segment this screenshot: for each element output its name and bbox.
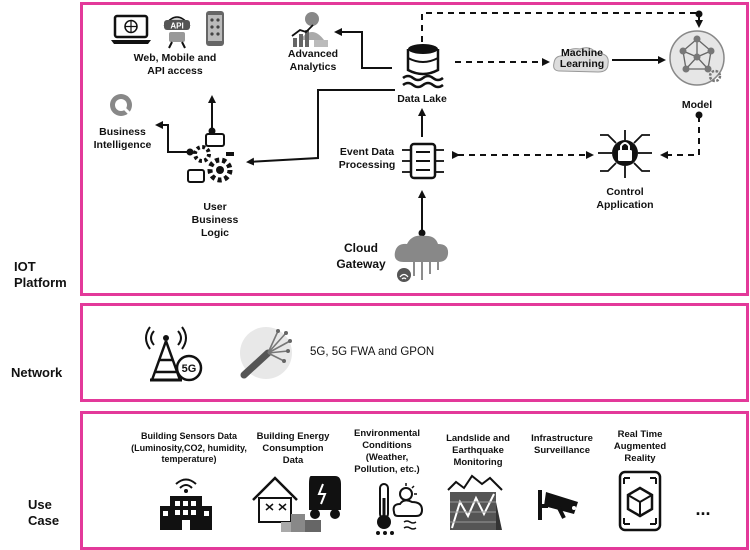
cloud-gateway-icon [394, 235, 449, 282]
use-case-environmental-label: Environmental Conditions (Weather, Pollu… [354, 428, 420, 475]
data-lake-label: Data Lake [397, 93, 447, 105]
augmented-reality-phone-icon [618, 470, 662, 532]
event-data-processing-label: Event Data Processing [338, 146, 396, 171]
web-mobile-api-label: Web, Mobile and API access [133, 52, 217, 77]
business-intelligence-magnifier-icon [110, 94, 134, 118]
use-case-augmented-reality-label: Real Time Augmented Reality [613, 429, 667, 464]
cloud-gateway-label: Cloud Gateway [336, 241, 386, 271]
use-case-energy-consumption-label: Building Energy Consumption Data [256, 431, 330, 466]
use-case-label: Use Case [28, 497, 60, 528]
advanced-analytics-label: Advanced Analytics [287, 48, 339, 73]
smart-building-icon [160, 478, 212, 530]
analytics-person-icon [291, 12, 328, 47]
landslide-crack-icon [447, 474, 503, 530]
more-use-cases-ellipsis: ... [695, 499, 711, 519]
iot-platform-label: IOT Platform [14, 259, 67, 290]
use-case-surveillance-label: Infrastructure Surveillance [531, 433, 593, 456]
5g-badge-text: 5G [182, 363, 197, 375]
model-neural-network-icon [669, 30, 725, 86]
business-intelligence-label: Business Intelligence [93, 126, 152, 151]
model-label: Model [681, 99, 713, 111]
machine-learning-label: Machine Learning [559, 47, 605, 70]
energy-house-vehicle-icon [252, 476, 341, 532]
event-data-processing-chip-icon [402, 142, 444, 180]
api-badge-text: API [170, 22, 183, 31]
fiber-optic-cable-icon [240, 327, 292, 379]
business-logic-gears-icon [187, 133, 234, 183]
surveillance-camera-icon [538, 490, 578, 520]
5g-tower-icon: 5G [145, 326, 203, 382]
network-technologies-label: 5G, 5G FWA and GPON [310, 346, 435, 358]
laptop-globe-icon [111, 14, 151, 44]
machine-learning-cloud-icon [553, 47, 609, 73]
api-robot-icon: API [163, 16, 191, 49]
thermometer-weather-icon [376, 483, 424, 535]
data-lake-database-icon [402, 44, 444, 89]
network-label: Network [11, 365, 63, 380]
network-panel [80, 303, 749, 402]
use-case-landslide-label: Landslide and Earthquake Monitoring [446, 433, 510, 468]
control-application-label: Control Application [596, 186, 654, 211]
smartphone-icon [206, 11, 224, 46]
control-application-lock-icon [598, 130, 652, 178]
user-business-logic-label: User Business Logic [191, 201, 239, 239]
use-case-building-sensors-label: Building Sensors Data (Luminosity,CO2, h… [131, 431, 247, 464]
